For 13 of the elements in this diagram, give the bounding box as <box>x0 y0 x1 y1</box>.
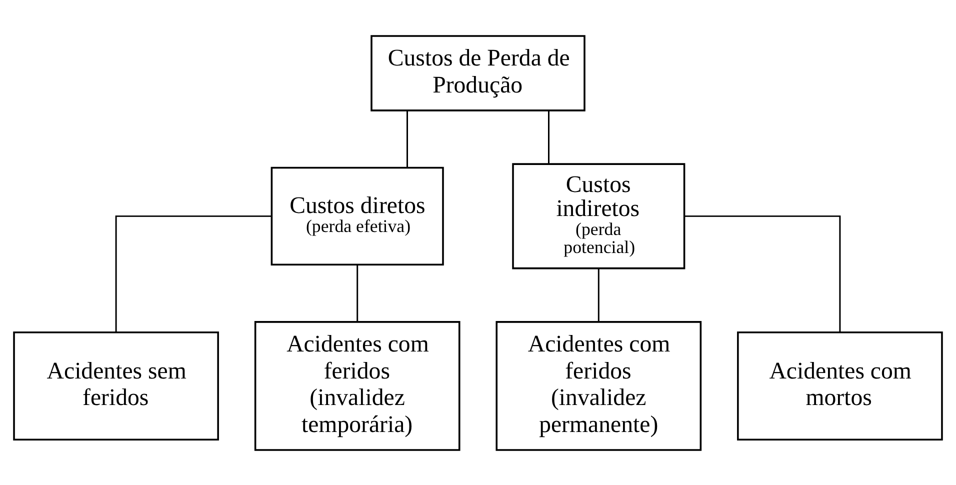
node-box: Acidentes com feridos (invalidez permanente) <box>496 320 702 450</box>
node-box: Custos indiretos (perda potencial) <box>512 162 686 269</box>
connector <box>115 214 272 332</box>
node-box: Custos de Perda de Produção <box>370 34 586 111</box>
node-box: Acidentes com feridos (invalidez temporária) <box>254 320 460 450</box>
node-box: Acidentes sem feridos <box>13 330 219 440</box>
connector <box>356 264 358 321</box>
connector <box>548 110 550 164</box>
node-box: Acidentes com mortos <box>737 330 943 440</box>
connector <box>684 214 841 332</box>
connector <box>406 110 408 168</box>
connector <box>598 268 600 322</box>
node-box: Custos diretos (perda efetiva) <box>270 166 444 265</box>
